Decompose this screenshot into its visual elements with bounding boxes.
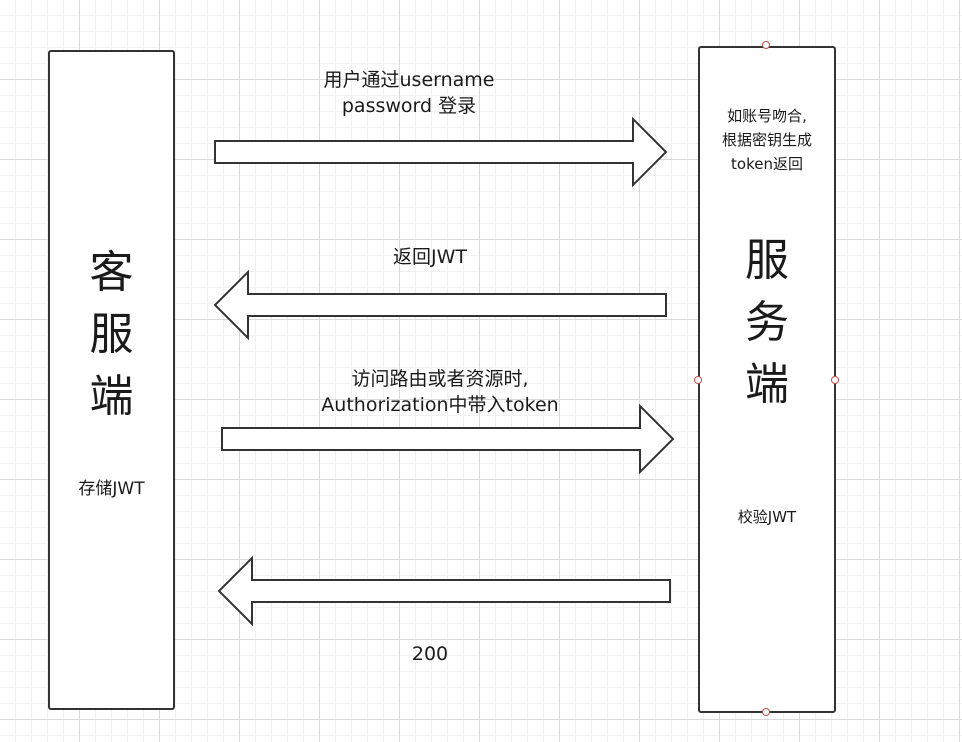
client-box[interactable]: 客 服 端 存储JWT — [48, 50, 175, 710]
client-title-char: 端 — [89, 371, 134, 422]
server-top-note: 如账号吻合, 根据密钥生成 token返回 — [700, 104, 834, 176]
access-resource-label-line: 访问路由或者资源时, — [351, 368, 529, 390]
return-jwt-label: 返回JWT — [370, 244, 490, 270]
selection-handle-bottom[interactable] — [762, 708, 770, 716]
server-top-note-line: 如账号吻合, — [727, 107, 807, 125]
server-title-char: 端 — [745, 359, 789, 410]
access-resource-label-line: Authorization中带入token — [321, 394, 559, 416]
response-label: 200 — [390, 641, 470, 667]
server-bottom-note: 校验JWT — [737, 508, 797, 526]
server-title-char: 服 — [745, 235, 789, 286]
server-box[interactable]: 如账号吻合, 根据密钥生成 token返回 服 务 端 校验JWT — [698, 46, 836, 713]
login-label-line: password 登录 — [341, 95, 477, 117]
access-resource-arrow[interactable] — [221, 403, 675, 475]
selection-handle-top[interactable] — [762, 41, 770, 49]
client-title-char: 客 — [89, 247, 134, 298]
response-label-line: 200 — [411, 643, 449, 665]
client-title-char: 服 — [89, 309, 134, 360]
server-title-char: 务 — [745, 297, 789, 348]
server-top-note-line: token返回 — [731, 155, 803, 173]
return-jwt-label-line: 返回JWT — [393, 246, 467, 268]
login-label-line: 用户通过username — [323, 69, 495, 91]
server-top-note-line: 根据密钥生成 — [721, 131, 812, 149]
response-arrow[interactable] — [217, 555, 671, 627]
return-jwt-arrow[interactable] — [213, 269, 667, 341]
selection-handle-left[interactable] — [694, 376, 702, 384]
access-resource-label: 访问路由或者资源时, Authorization中带入token — [300, 366, 580, 418]
login-arrow[interactable] — [214, 116, 668, 188]
server-title: 服 务 端 — [700, 230, 834, 416]
client-note: 存储JWT — [78, 479, 145, 499]
client-title: 客 服 端 — [50, 242, 173, 428]
selection-handle-right[interactable] — [831, 376, 839, 384]
login-arrow-label: 用户通过username password 登录 — [309, 67, 509, 119]
